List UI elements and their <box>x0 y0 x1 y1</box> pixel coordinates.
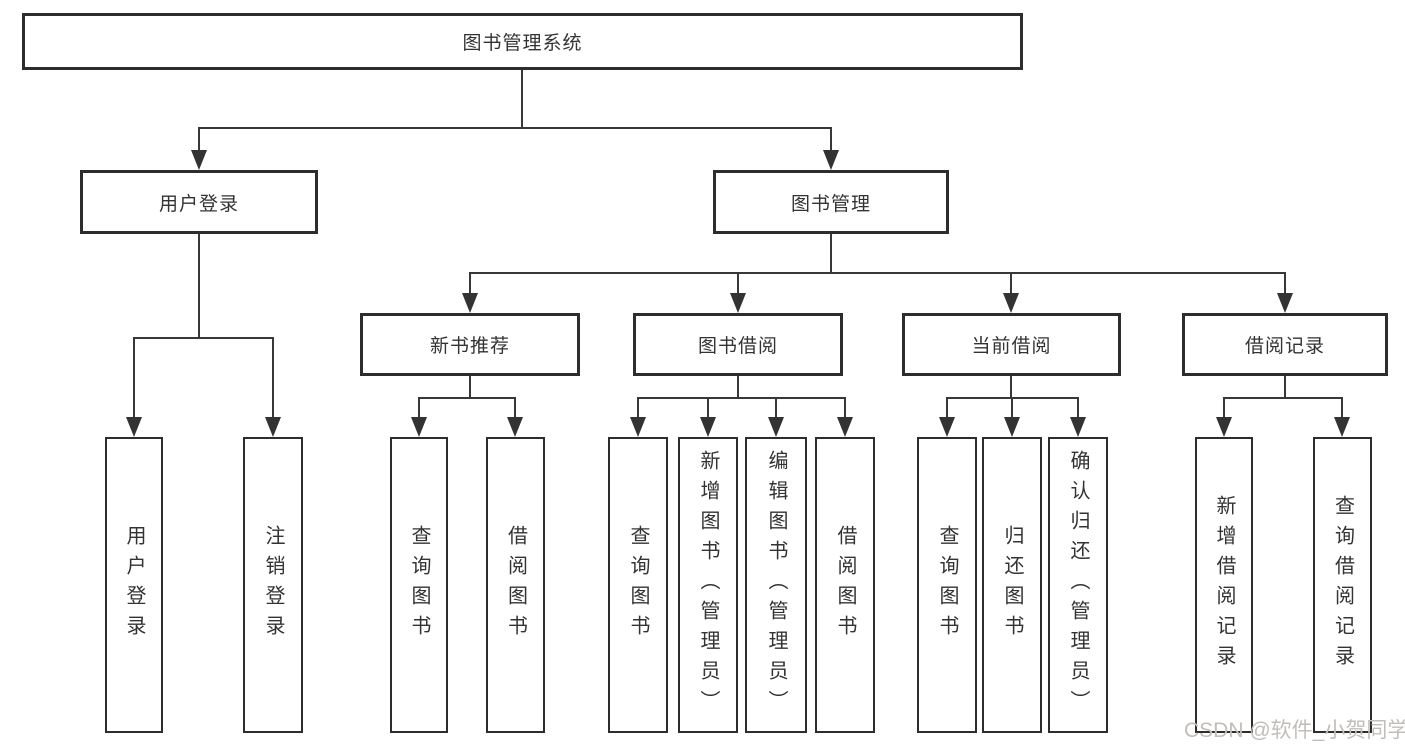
arrow-down-icon <box>126 417 142 437</box>
leaf-logout: 注销登录 <box>243 437 303 733</box>
leaf-label: 用户登录 <box>123 525 145 645</box>
node-book-borrowing: 图书借阅 <box>633 313 843 376</box>
connector-stem <box>469 376 471 397</box>
connector-level2-rail <box>198 127 832 129</box>
leaf-label: 新增图书（管理员） <box>697 450 719 720</box>
connector-stub <box>1341 397 1343 421</box>
leaf-label: 查询图书 <box>627 525 649 645</box>
connector-stub <box>272 337 274 419</box>
leaf-add-borrow-record: 新增借阅记录 <box>1195 437 1253 733</box>
connector-level3-rail <box>469 272 1286 274</box>
connector-stub <box>844 397 846 421</box>
connector-rail <box>418 397 516 399</box>
watermark: CSDN @软件_小贺同学 <box>1184 719 1405 742</box>
arrow-down-icon <box>837 417 853 437</box>
connector-rail <box>637 397 846 399</box>
connector-user-login-stem <box>198 234 200 337</box>
connector-stub <box>1284 272 1286 297</box>
node-new-book-recommendation: 新书推荐 <box>360 313 580 376</box>
leaf-label: 查询图书 <box>408 525 430 645</box>
node-label: 图书管理 <box>790 193 871 215</box>
connector-stem <box>1284 376 1286 397</box>
root-node-library-management-system: 图书管理系统 <box>22 13 1023 70</box>
arrow-down-icon <box>768 417 784 437</box>
arrow-down-icon <box>1004 417 1020 437</box>
arrow-down-icon <box>1334 417 1350 437</box>
arrow-down-icon <box>700 417 716 437</box>
connector-stub <box>418 397 420 421</box>
leaf-label: 编辑图书（管理员） <box>765 450 787 720</box>
connector-stub <box>946 397 948 421</box>
arrow-down-icon <box>191 150 207 170</box>
leaf-query-borrow-record: 查询借阅记录 <box>1313 437 1372 733</box>
arrow-down-icon <box>265 417 281 437</box>
leaf-borrow-books: 借阅图书 <box>815 437 875 733</box>
connector-stub <box>1011 397 1013 421</box>
connector-rail <box>1223 397 1343 399</box>
leaf-label: 确认归还（管理员） <box>1067 450 1089 720</box>
connector-stub <box>133 337 135 419</box>
node-label: 新书推荐 <box>429 336 510 357</box>
connector-stub <box>737 272 739 297</box>
leaf-return-books: 归还图书 <box>982 437 1042 733</box>
arrow-down-icon <box>411 417 427 437</box>
node-user-login: 用户登录 <box>80 170 318 234</box>
leaf-label: 注销登录 <box>262 525 284 645</box>
arrow-down-icon <box>630 417 646 437</box>
arrow-down-icon <box>462 293 478 313</box>
node-label: 用户登录 <box>158 193 239 215</box>
leaf-label: 归还图书 <box>1001 525 1023 645</box>
leaf-borrow-books-recommend: 借阅图书 <box>486 437 545 733</box>
arrow-down-icon <box>823 150 839 170</box>
arrow-down-icon <box>730 293 746 313</box>
connector-root-stem <box>521 70 523 127</box>
connector-stub <box>198 127 200 153</box>
leaf-confirm-return-admin: 确认归还（管理员） <box>1048 437 1108 733</box>
connector-stem <box>737 376 739 397</box>
connector-stub <box>1010 272 1012 297</box>
connector-stub <box>637 397 639 421</box>
arrow-down-icon <box>507 417 523 437</box>
leaf-user-login: 用户登录 <box>105 437 163 733</box>
node-borrowing-records: 借阅记录 <box>1182 313 1388 376</box>
arrow-down-icon <box>1003 293 1019 313</box>
connector-stem <box>1010 376 1012 397</box>
connector-stub <box>1077 397 1079 421</box>
node-label: 借阅记录 <box>1244 336 1325 357</box>
connector-stub <box>1223 397 1225 421</box>
connector-stub <box>775 397 777 421</box>
leaf-query-books-current: 查询图书 <box>917 437 977 733</box>
node-label: 当前借阅 <box>971 336 1052 357</box>
leaf-query-books-borrowing: 查询图书 <box>608 437 668 733</box>
connector-stub <box>514 397 516 421</box>
leaf-label: 借阅图书 <box>504 525 527 645</box>
connector-stub <box>830 127 832 153</box>
connector-book-management-stem <box>830 234 832 272</box>
connector-stub <box>469 272 471 297</box>
node-current-borrowing: 当前借阅 <box>902 313 1121 376</box>
leaf-label: 借阅图书 <box>834 525 856 645</box>
leaf-edit-books-admin: 编辑图书（管理员） <box>745 437 807 733</box>
connector-stub <box>707 397 709 421</box>
arrow-down-icon <box>1216 417 1232 437</box>
root-node-label: 图书管理系统 <box>462 33 583 54</box>
leaf-label: 新增借阅记录 <box>1213 495 1235 675</box>
arrow-down-icon <box>1070 417 1086 437</box>
arrow-down-icon <box>939 417 955 437</box>
leaf-query-books-recommend: 查询图书 <box>390 437 448 733</box>
node-label: 图书借阅 <box>697 336 778 357</box>
arrow-down-icon <box>1277 293 1293 313</box>
leaf-add-books-admin: 新增图书（管理员） <box>678 437 738 733</box>
connector-user-login-rail <box>133 337 274 339</box>
leaf-label: 查询图书 <box>936 525 958 645</box>
node-book-management: 图书管理 <box>713 170 949 234</box>
leaf-label: 查询借阅记录 <box>1331 495 1354 675</box>
